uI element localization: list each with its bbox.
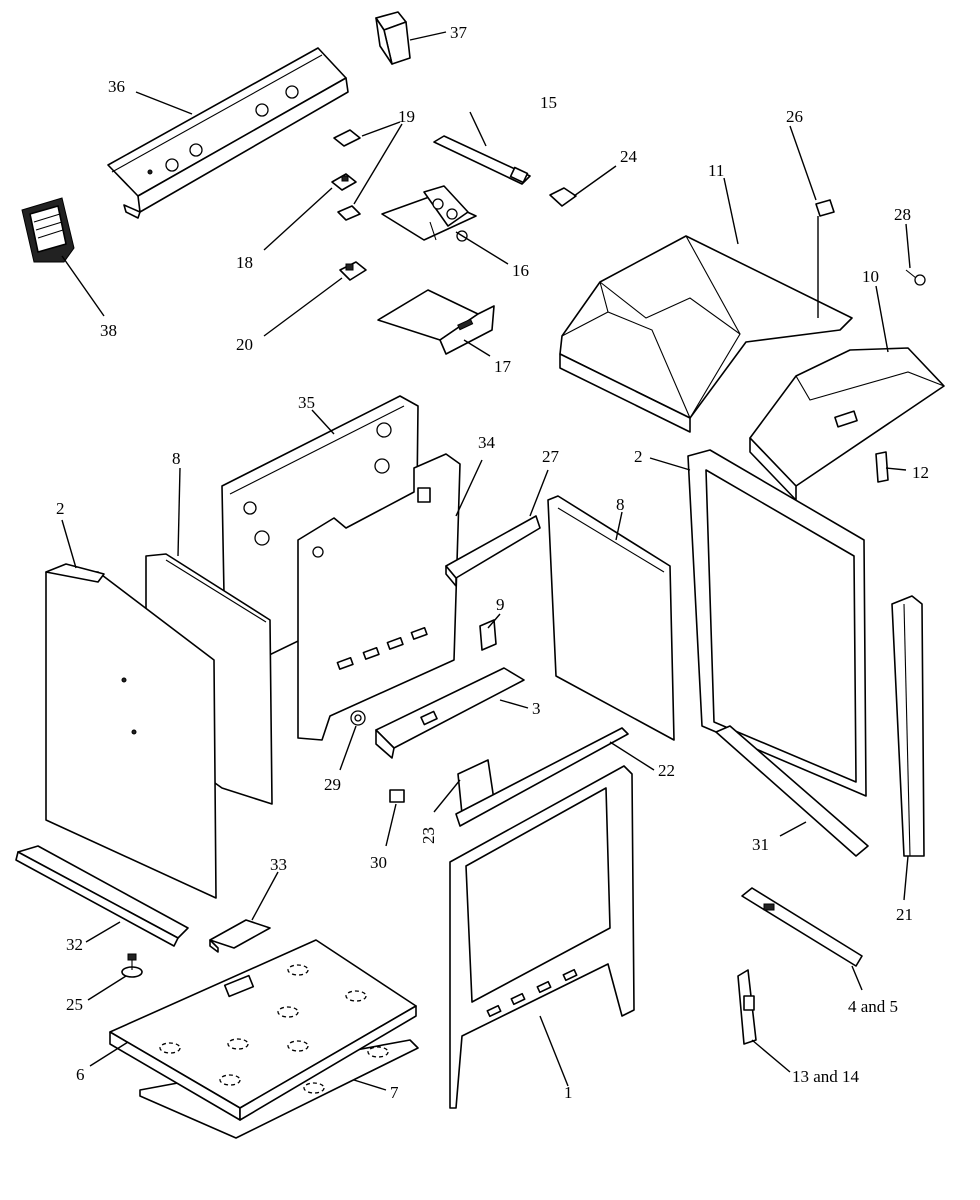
part-6-oven-bottom <box>109 939 417 1121</box>
part-25-leveler <box>121 953 143 978</box>
part-3-lower-channel <box>375 667 525 759</box>
leader-lines <box>61 31 911 1091</box>
part-34-inner-panel <box>297 453 461 741</box>
callout-3: 3 <box>532 699 541 718</box>
part-31-lower-trim <box>715 725 869 857</box>
callout-28: 28 <box>894 205 911 224</box>
callout-7: 7 <box>390 1083 399 1102</box>
callout-labels: 37 36 19 15 24 26 11 28 38 18 16 10 20 1… <box>56 23 929 1102</box>
part-2-left-side-panel <box>45 563 217 899</box>
callout-26: 26 <box>786 107 803 126</box>
part-22-strip <box>455 727 629 827</box>
callout-30: 30 <box>370 853 387 872</box>
part-28-screw <box>905 269 926 286</box>
callout-6: 6 <box>76 1065 85 1084</box>
callout-16: 16 <box>512 261 529 280</box>
callout-2-right: 2 <box>634 447 643 466</box>
part-32-lower-rail <box>15 845 189 947</box>
part-26-clip <box>815 199 835 318</box>
part-1-front-frame <box>449 765 635 1109</box>
callout-11: 11 <box>708 161 724 180</box>
callout-8-right: 8 <box>616 495 625 514</box>
part-9-bracket <box>479 619 497 651</box>
callout-22: 22 <box>658 761 675 780</box>
part-10-rear-shelf <box>749 347 945 501</box>
part-20-clip <box>339 261 367 281</box>
callout-18: 18 <box>236 253 253 272</box>
callout-27: 27 <box>542 447 560 466</box>
part-13-14-bracket <box>737 969 757 1045</box>
callout-37: 37 <box>450 23 468 42</box>
callout-33: 33 <box>270 855 287 874</box>
callout-20: 20 <box>236 335 253 354</box>
callout-17: 17 <box>494 357 512 376</box>
callout-12: 12 <box>912 463 929 482</box>
callout-1: 1 <box>564 1083 573 1102</box>
callout-32: 32 <box>66 935 83 954</box>
callout-19: 19 <box>398 107 415 126</box>
callout-2-left: 2 <box>56 499 65 518</box>
part-11-cooktop <box>559 235 853 433</box>
callout-15: 15 <box>540 93 557 112</box>
part-19-clips <box>333 129 361 221</box>
part-38-vent-cover <box>21 197 75 263</box>
part-18-clip <box>331 173 357 191</box>
part-24-cap <box>549 187 577 207</box>
callout-10: 10 <box>862 267 879 286</box>
callout-23: 23 <box>419 827 438 844</box>
callout-31: 31 <box>752 835 769 854</box>
part-16-valve-assembly <box>381 185 477 242</box>
part-4-5-rail <box>741 887 863 967</box>
callout-29: 29 <box>324 775 341 794</box>
part-12-bracket <box>875 451 889 483</box>
part-37-bracket <box>375 11 411 65</box>
callout-38: 38 <box>100 321 117 340</box>
part-21-vertical-trim <box>891 595 925 857</box>
callout-35: 35 <box>298 393 315 412</box>
callout-21: 21 <box>896 905 913 924</box>
part-29-grommet <box>350 710 366 726</box>
part-17-bracket <box>377 289 495 355</box>
callout-4-and-5: 4 and 5 <box>848 997 898 1016</box>
part-36-top-rail <box>107 47 349 219</box>
callout-24: 24 <box>620 147 638 166</box>
part-2-right-side-panel <box>687 449 867 797</box>
part-27-channel <box>445 515 541 587</box>
part-8-right-liner <box>547 495 675 741</box>
callout-36: 36 <box>108 77 125 96</box>
callout-13-and-14: 13 and 14 <box>792 1067 860 1086</box>
callout-9: 9 <box>496 595 505 614</box>
part-30-clip <box>389 789 405 803</box>
part-15-rod <box>433 135 531 185</box>
callout-34: 34 <box>478 433 496 452</box>
callout-25: 25 <box>66 995 83 1014</box>
part-33-bracket <box>209 919 271 953</box>
callout-8-left: 8 <box>172 449 181 468</box>
